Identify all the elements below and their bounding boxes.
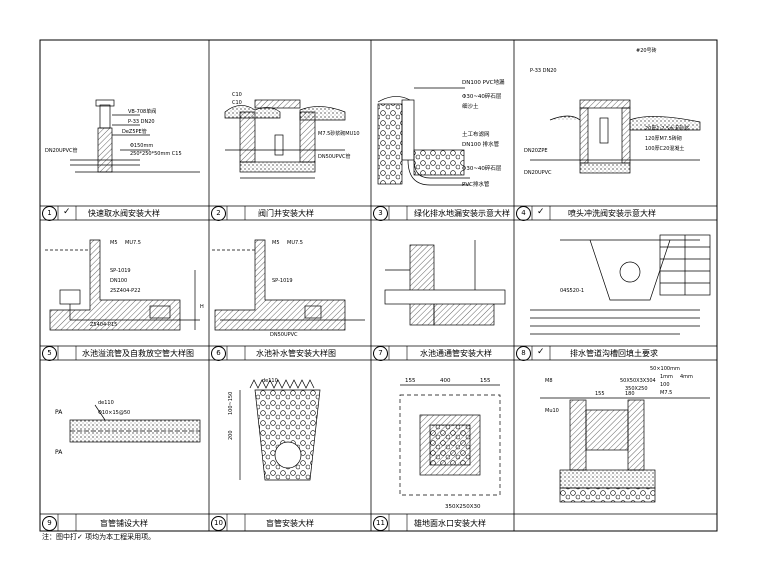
p1-label: 250*250*50mm C15 (130, 151, 182, 157)
p6-label: SP-1019 (272, 278, 293, 284)
panel-caption: 盲管安装大样 (266, 519, 314, 528)
p3-label: Φ30~40碎石层 (462, 164, 502, 172)
p10-label: 200 (228, 430, 234, 440)
panel-7-drawing (384, 240, 506, 326)
panel-caption: 绿化排水地漏安装示意大样 (414, 209, 510, 218)
panel-9-drawing (69, 404, 201, 443)
panel-caption: 水池补水管安装大样图 (256, 349, 336, 358)
panel-5-drawing (45, 239, 200, 331)
p5-label: DN100 (110, 278, 127, 284)
p11-label: 400 (440, 378, 451, 384)
p6-label: MU7.5 (287, 240, 303, 246)
p2-label: C10 (232, 92, 242, 98)
p12-label: 100 (660, 382, 670, 388)
panel-caption: 快速取水阀安装大样 (88, 209, 160, 218)
p12-label: 4mm (680, 374, 693, 380)
p3-label: 细沙土 (462, 102, 479, 110)
p10-label: de110 (262, 378, 278, 384)
p5-label: H (200, 304, 204, 310)
p4-label: 20厚1:2.5水泥砂浆 (645, 125, 689, 132)
panel-number: 4 (516, 206, 531, 221)
panel-4-drawing (530, 99, 701, 174)
panel-number: 3 (373, 206, 388, 221)
p1-label: DeZ5PE管 (122, 128, 147, 135)
panel-caption: 盲管铺设大样 (100, 519, 148, 528)
panel-caption: 雄地面水口安装大样 (414, 519, 486, 528)
panel-caption: 喷头冲洗阀安装示意大样 (568, 209, 656, 218)
p12-label: Mu10 (545, 408, 559, 414)
p12-label: 50X50X3X304 (620, 378, 656, 384)
p3-label: DN100 PVC地漏 (462, 78, 505, 86)
sheet-border (39, 39, 718, 532)
p8-label: 04S520-1 (560, 288, 584, 294)
p4-label: DN20UPVC (524, 170, 552, 176)
p4-label: 120厚M7.5砖砌 (645, 135, 682, 142)
p10-label: 100~150 (228, 392, 234, 415)
panel-6-drawing (212, 239, 365, 331)
panel-12-drawing (540, 397, 710, 503)
p12-label: 350X250 (625, 386, 648, 392)
panel-10-drawing (239, 379, 321, 481)
panel-2-drawing (224, 99, 346, 179)
p12-label: M8 (545, 378, 553, 384)
panel-number: 1 (42, 206, 57, 221)
p5-label: SP-1019 (110, 268, 131, 274)
p2-label: M7.5砂浆砌MU10 (318, 130, 360, 137)
panel-number: 5 (42, 346, 57, 361)
panel-number: 2 (211, 206, 226, 221)
p12-label: 180 (625, 391, 635, 397)
panel-3-drawing (377, 87, 470, 186)
panel-8-drawing (530, 234, 711, 335)
p12-label: 155 (595, 391, 605, 397)
p2-label: DN50UPVC管 (318, 153, 351, 160)
p4-label: DN20ZPE (524, 148, 548, 154)
p3-label: 土工布滤网 (462, 130, 490, 138)
panel-number: 10 (211, 516, 226, 531)
p9-label: de110 (98, 400, 114, 406)
panel-number: 9 (42, 516, 57, 531)
panel-caption: 水池通通管安装大样 (420, 349, 492, 358)
panel-number: 8 (516, 346, 531, 361)
p11-label: 155 (405, 378, 416, 384)
p1-label: Φ150mm (130, 143, 153, 149)
p11-label: 155 (480, 378, 491, 384)
p12-label: 1mm (660, 374, 673, 380)
p3-label: PVC排水管 (462, 180, 490, 188)
check-mark: ✓ (537, 347, 545, 357)
p2-label: C10 (232, 100, 242, 106)
p5-label: 25Z404-P22 (110, 288, 141, 294)
p5-label: MU7.5 (125, 240, 141, 246)
panel-caption: 水池溢流管及自救放空管大样图 (82, 349, 194, 358)
panel-number: 11 (373, 516, 388, 531)
p12-label: M7.5 (660, 390, 672, 396)
p1-label: P-33 DN20 (128, 119, 155, 125)
panel-caption: 阀门井安装大样 (258, 209, 314, 218)
p1-label: DN20UPVC管 (45, 147, 78, 154)
p3-label: DN100 排水管 (462, 140, 500, 148)
check-mark: ✓ (537, 207, 545, 217)
p9-label: Φ10×15@50 (98, 410, 130, 416)
p11-label: 350X250X30 (445, 504, 481, 510)
panel-caption: 排水管道沟槽回填土要求 (570, 349, 658, 358)
p4-label: #20号砖 (636, 47, 657, 54)
p9-label: PA (55, 409, 63, 416)
p6-label: M5 (272, 240, 280, 246)
p12-label: 50×100mm (650, 366, 680, 372)
sheet-note: 注：图中打✓ 项均为本工程采用项。 (42, 533, 156, 541)
check-mark: ✓ (63, 207, 71, 217)
p9-label: PA (55, 449, 63, 456)
panel-number: 6 (211, 346, 226, 361)
panel-number: 7 (373, 346, 388, 361)
panel-1-drawing (70, 99, 200, 173)
p3-label: Φ30~40碎石层 (462, 92, 502, 100)
panel-11-drawing (399, 384, 501, 496)
p1-label: VB-708单阀 (128, 108, 156, 115)
p5-label: Z5404-P15 (90, 322, 117, 328)
p5-label: M5 (110, 240, 118, 246)
p4-label: 100厚C20混凝土 (645, 145, 684, 152)
p6-label: DN50UPVC (270, 332, 298, 338)
p4-label: P-33 DN20 (530, 68, 557, 74)
